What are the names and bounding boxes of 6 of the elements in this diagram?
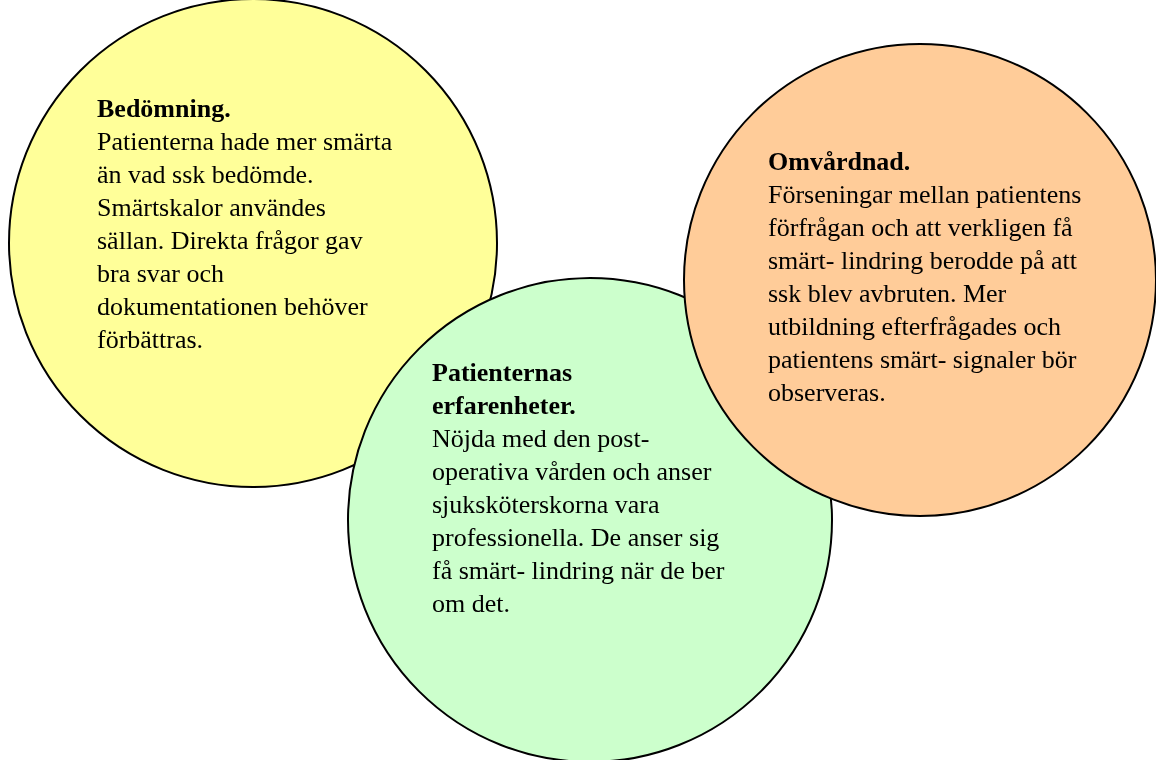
body-text: Nöjda med den post- operativa vården och anser sjuksköterskorna vara professionella. De anser sig få smärt- lindring när de ber om det.	[432, 423, 726, 620]
heading: Omvårdnad.	[768, 146, 912, 178]
body-text: Patienterna hade mer smärta än vad ssk bedömde. Smärtskalor användes sällan. Direkta frågor gav bra svar och dokumentationen behöver förbättras.	[97, 126, 394, 356]
heading: Patienternas erfarenheter.	[432, 357, 577, 422]
body-text: Förseningar mellan patientens förfrågan och att verkligen få smärt- lindring berodde på att ssk blev avbruten. Mer utbildning efterfrågades och patientens smärt- signaler bör observeras.	[768, 179, 1083, 409]
heading: Bedömning.	[97, 93, 232, 125]
